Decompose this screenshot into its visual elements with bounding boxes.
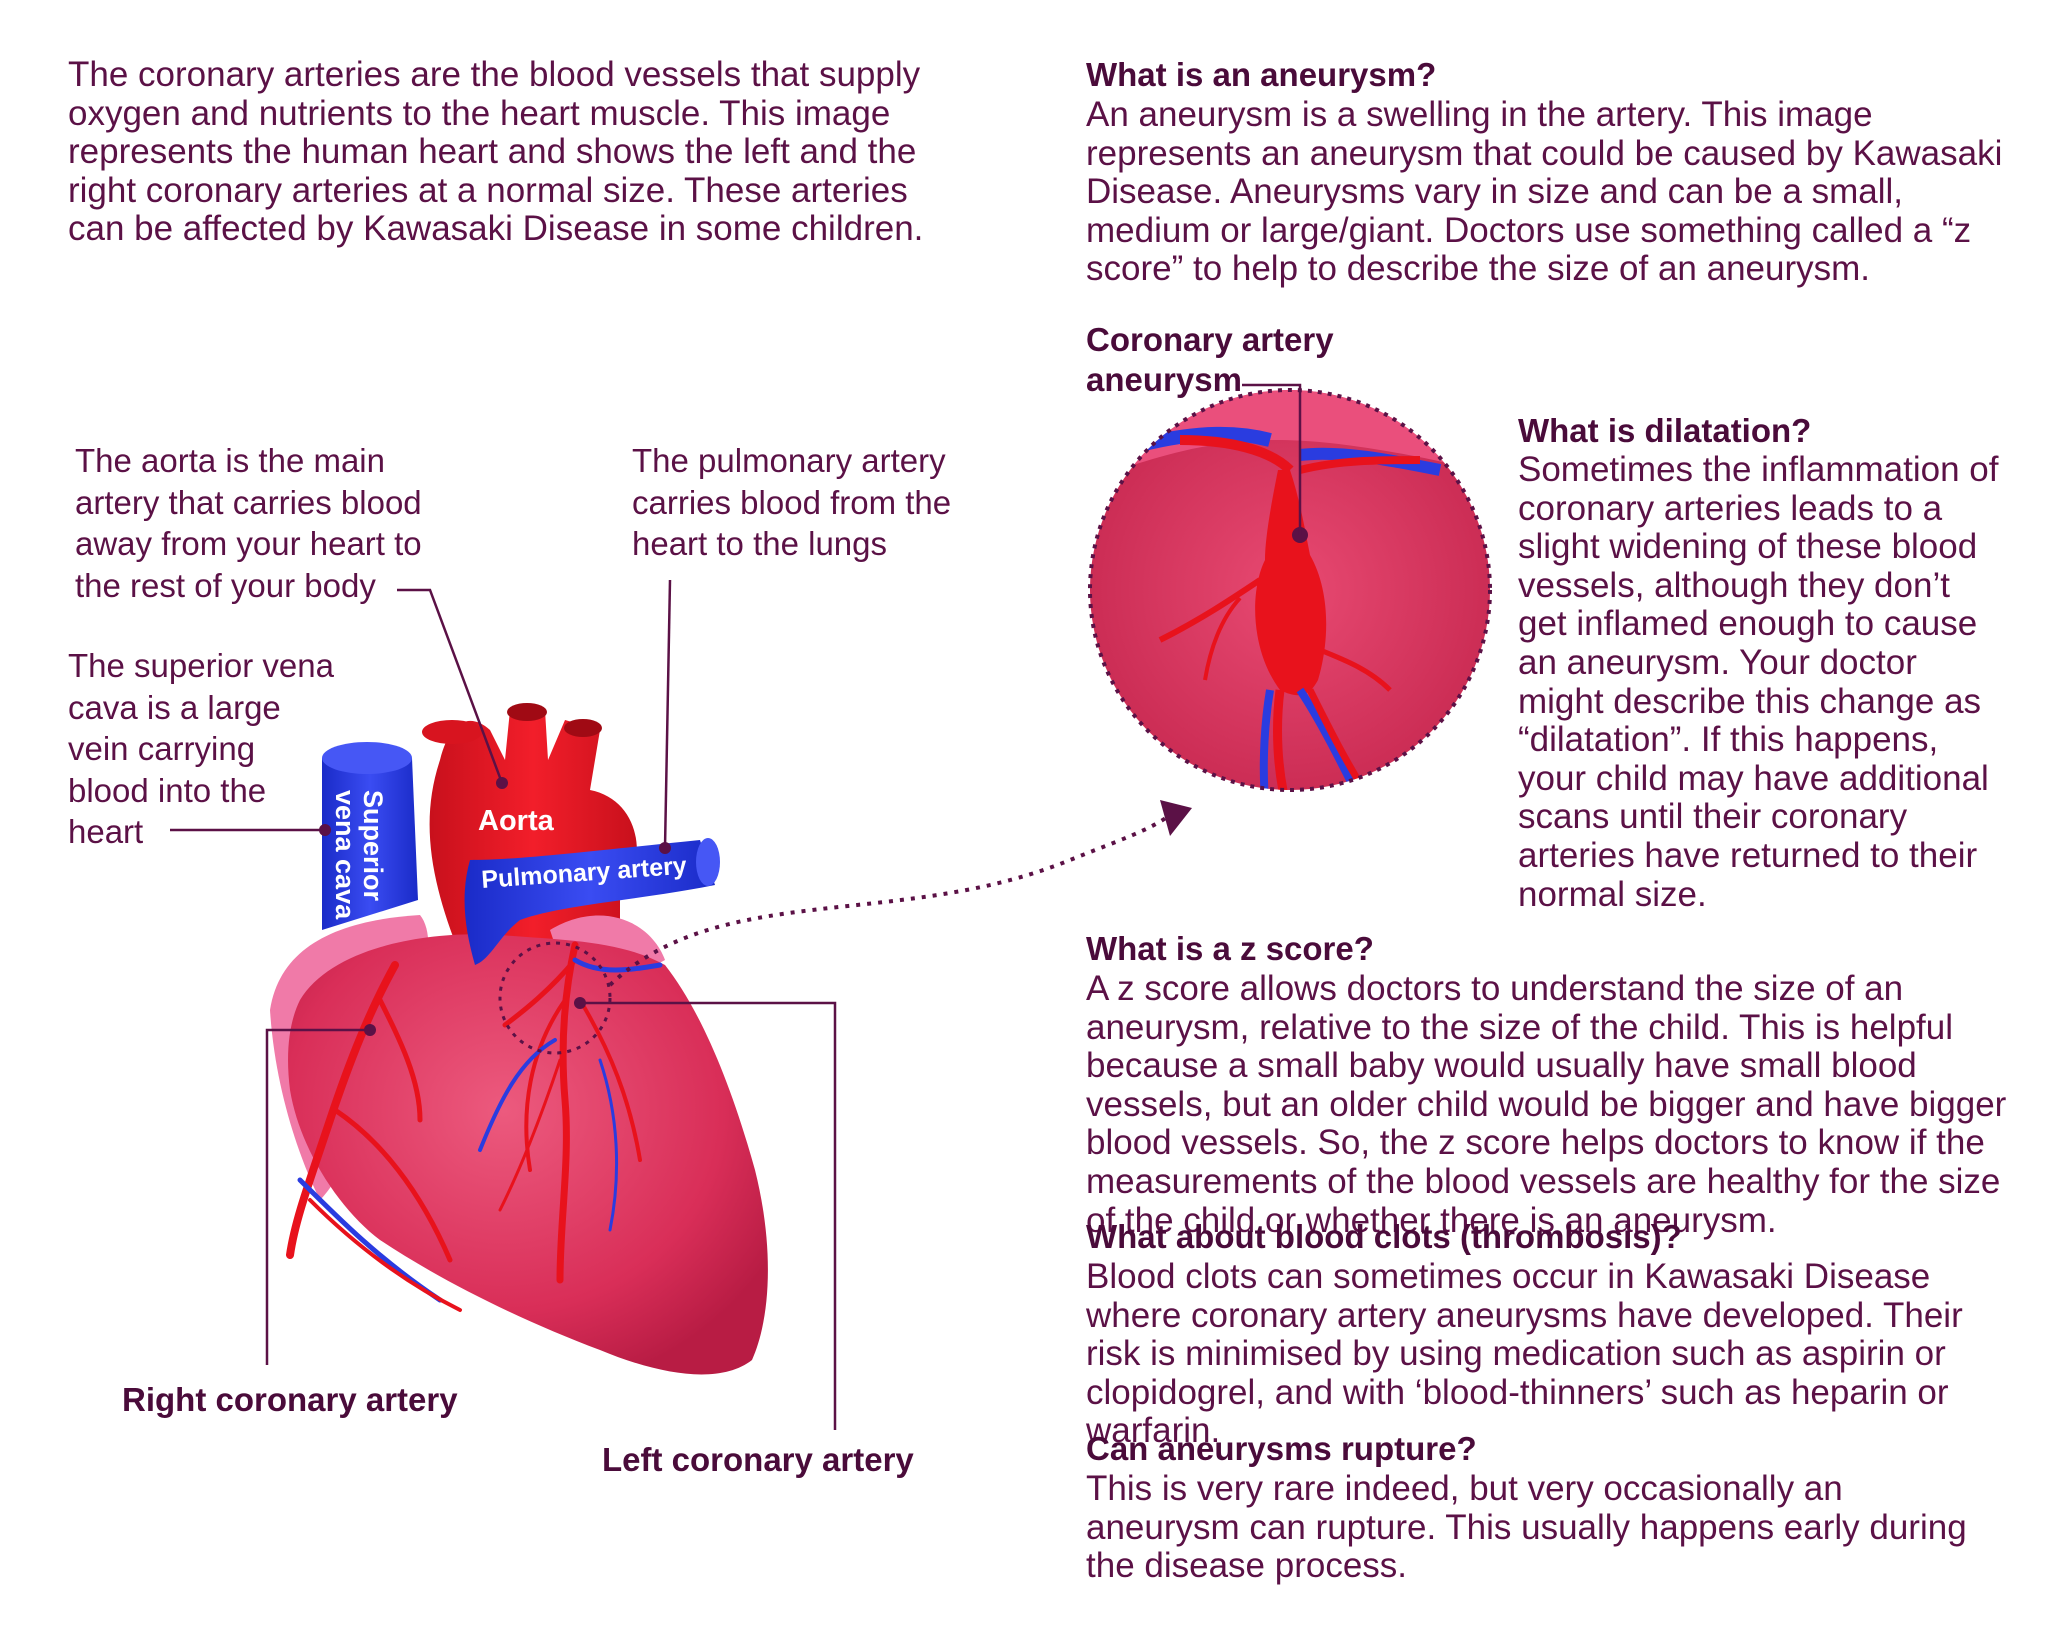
dilatation-body: Sometimes the inflammation of coronary a…	[1518, 450, 1999, 914]
left-coronary-label: Left coronary artery	[602, 1441, 914, 1478]
pulmonary-artery: Pulmonary artery	[464, 838, 720, 965]
superior-vena-cava: Superior vena cava	[322, 742, 418, 930]
zscore-body: A z score allows doctors to understand t…	[1086, 969, 2007, 1240]
leader-dots	[319, 777, 671, 1036]
aneurysm-heading: What is an aneurysm?	[1086, 56, 1437, 93]
rupture-heading: Can aneurysms rupture?	[1086, 1430, 1477, 1467]
leader-lines	[170, 383, 1302, 1430]
aneurysm-magnified-view	[1088, 388, 1492, 792]
right-coronary-label: Right coronary artery	[122, 1381, 458, 1418]
aorta-label: Aorta	[478, 805, 555, 837]
coronary-vessels	[286, 941, 663, 1312]
zscore-heading: What is a z score?	[1086, 930, 1374, 967]
aneurysm-body: An aneurysm is a swelling in the artery.…	[1086, 95, 2003, 289]
aneurysm-label-line2: aneurysm	[1086, 361, 1242, 398]
aneurysm-label: Coronary artery aneurysm	[1086, 320, 1334, 400]
dilatation-heading: What is dilatation?	[1518, 412, 1812, 449]
svg-text:Superior vena cava: Superior vena cava	[330, 790, 388, 920]
clots-body: Blood clots can sometimes occur in Kawas…	[1086, 1257, 1963, 1451]
rupture-body: This is very rare indeed, but very occas…	[1086, 1469, 1967, 1586]
clots-heading: What about blood clots (thrombosis)?	[1086, 1218, 1682, 1255]
pulmonary-callout: The pulmonary artery carries blood from …	[632, 442, 952, 562]
aorta-callout: The aorta is the main artery that carrie…	[75, 442, 422, 604]
vena-cava-label-line2: vena cava	[330, 790, 360, 920]
aneurysm-label-line1: Coronary artery	[1086, 321, 1334, 358]
intro-paragraph: The coronary arteries are the blood vess…	[68, 55, 924, 249]
vena-cava-label-line1: Superior	[358, 790, 388, 902]
vena-cava-callout: The superior vena cava is a large vein c…	[68, 647, 334, 850]
